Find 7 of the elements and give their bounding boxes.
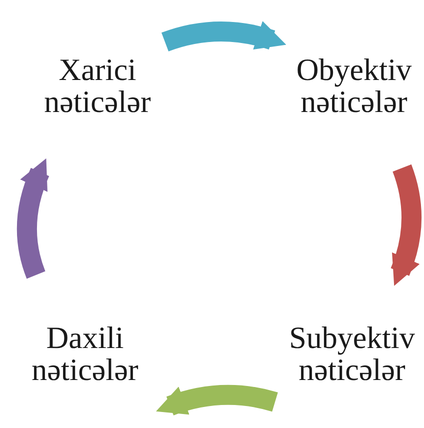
node-label: Daxili nəticələr	[30, 322, 140, 386]
node-label: Xarici nəticələr	[43, 54, 152, 118]
curved-arrow	[390, 164, 422, 286]
curved-arrow	[162, 21, 286, 52]
curved-arrow	[156, 384, 278, 416]
node-label: Subyektiv nəticələr	[288, 322, 416, 386]
node-label: Obyektiv nəticələr	[295, 54, 413, 118]
